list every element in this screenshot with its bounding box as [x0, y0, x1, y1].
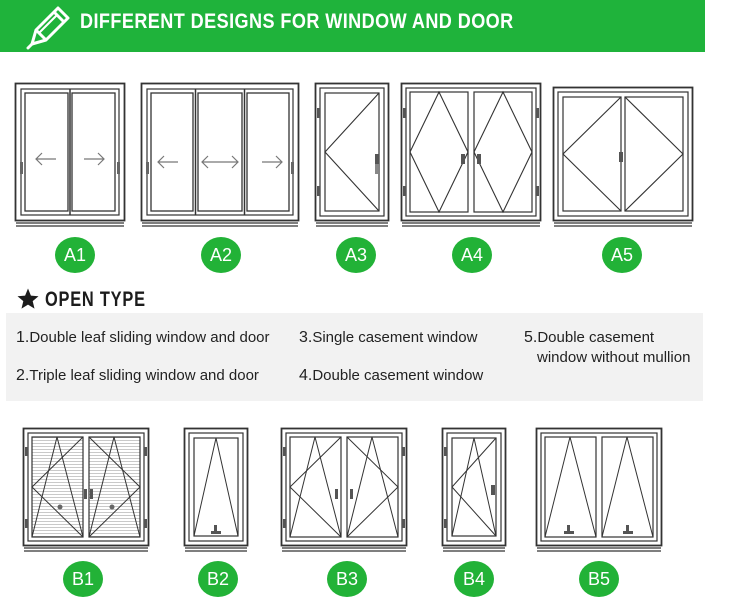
- badge-a2: A2: [201, 237, 241, 273]
- badge-a1: A1: [55, 237, 95, 273]
- window-diagram-b2: [183, 427, 249, 553]
- banner-title: DIFFERENT DESIGNS FOR WINDOW AND DOOR: [80, 10, 514, 33]
- badge-a5: A5: [602, 237, 642, 273]
- window-diagram-a4: [400, 82, 542, 228]
- window-diagram-b5: [535, 427, 663, 553]
- legend-item-3: 3.Single casement window: [299, 329, 478, 346]
- star-icon: [17, 288, 39, 309]
- legend-item-5-line-2: window without mullion: [537, 349, 691, 366]
- window-diagram-b4: [441, 427, 507, 553]
- badge-b3: B3: [327, 561, 367, 597]
- window-diagram-b1: [22, 427, 150, 553]
- legend-item-4: 4.Double casement window: [299, 367, 484, 384]
- window-diagram-a3: [314, 82, 390, 228]
- window-diagram-a5: [552, 86, 694, 228]
- badge-b5: B5: [579, 561, 619, 597]
- legend-item-5: 5.Double casement: [524, 329, 655, 346]
- window-diagram-b3: [280, 427, 408, 553]
- badge-b4: B4: [454, 561, 494, 597]
- badge-a3: A3: [336, 237, 376, 273]
- window-diagram-a1: [14, 82, 126, 228]
- window-diagram-a2: [140, 82, 300, 228]
- badge-b2: B2: [198, 561, 238, 597]
- pencil-icon: [26, 6, 70, 50]
- badge-b1: B1: [63, 561, 103, 597]
- section-title-text: OPEN TYPE: [45, 288, 146, 311]
- open-type-legend: 1.Double leaf sliding window and door 2.…: [6, 313, 703, 401]
- badge-a4: A4: [452, 237, 492, 273]
- legend-item-1: 1.Double leaf sliding window and door: [16, 329, 270, 346]
- header-banner: DIFFERENT DESIGNS FOR WINDOW AND DOOR: [0, 0, 705, 52]
- legend-item-2: 2.Triple leaf sliding window and door: [16, 367, 259, 384]
